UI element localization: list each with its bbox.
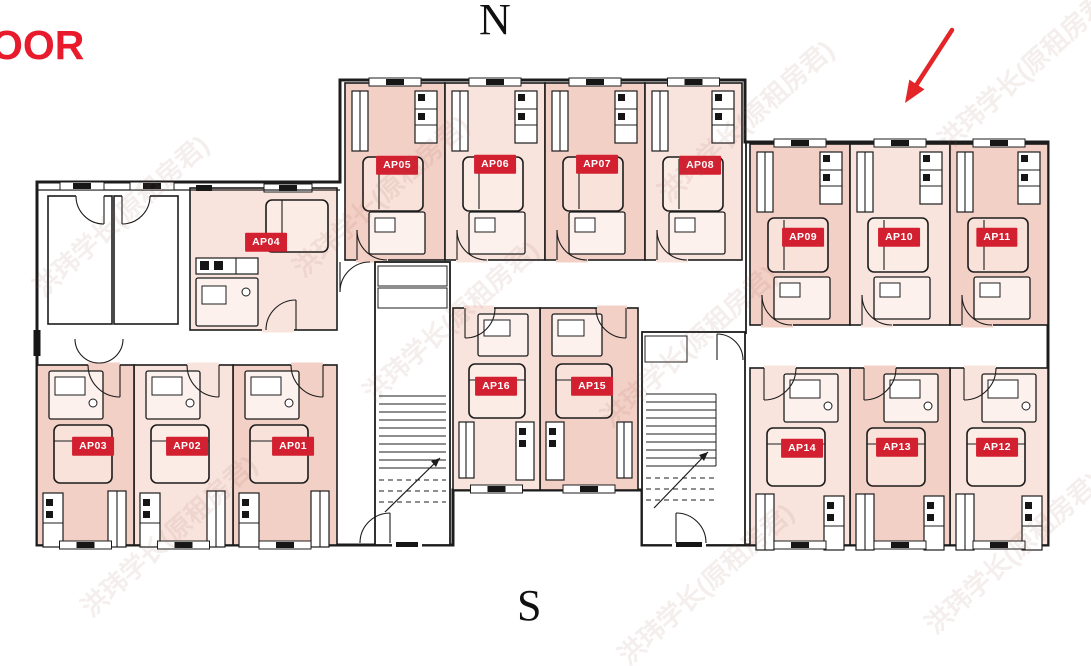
unit-label-ap03: AP03 <box>72 436 114 456</box>
unit-label-ap09: AP09 <box>782 227 824 247</box>
unit-label-ap08: AP08 <box>679 155 721 175</box>
unit-label-ap07: AP07 <box>576 154 618 174</box>
compass-north-label: N <box>479 0 511 44</box>
unit-label-ap04: AP04 <box>245 232 287 252</box>
unit-label-ap16: AP16 <box>475 376 517 396</box>
unit-label-ap05: AP05 <box>376 155 418 175</box>
unit-label-ap11: AP11 <box>976 227 1018 247</box>
unit-label-ap13: AP13 <box>876 437 918 457</box>
red-arrow-annotation <box>905 27 955 103</box>
unit-label-ap06: AP06 <box>474 154 516 174</box>
compass-south-label: S <box>517 581 542 630</box>
unit-label-ap14: AP14 <box>781 438 823 458</box>
unit-label-ap15: AP15 <box>571 376 613 396</box>
brand-text-partial: OOR <box>0 22 85 68</box>
unit-label-ap12: AP12 <box>976 437 1018 457</box>
unit-label-ap02: AP02 <box>166 436 208 456</box>
unit-label-ap01: AP01 <box>272 436 314 456</box>
unit-label-ap10: AP10 <box>878 227 920 247</box>
floor-plan-generated <box>33 77 1049 551</box>
